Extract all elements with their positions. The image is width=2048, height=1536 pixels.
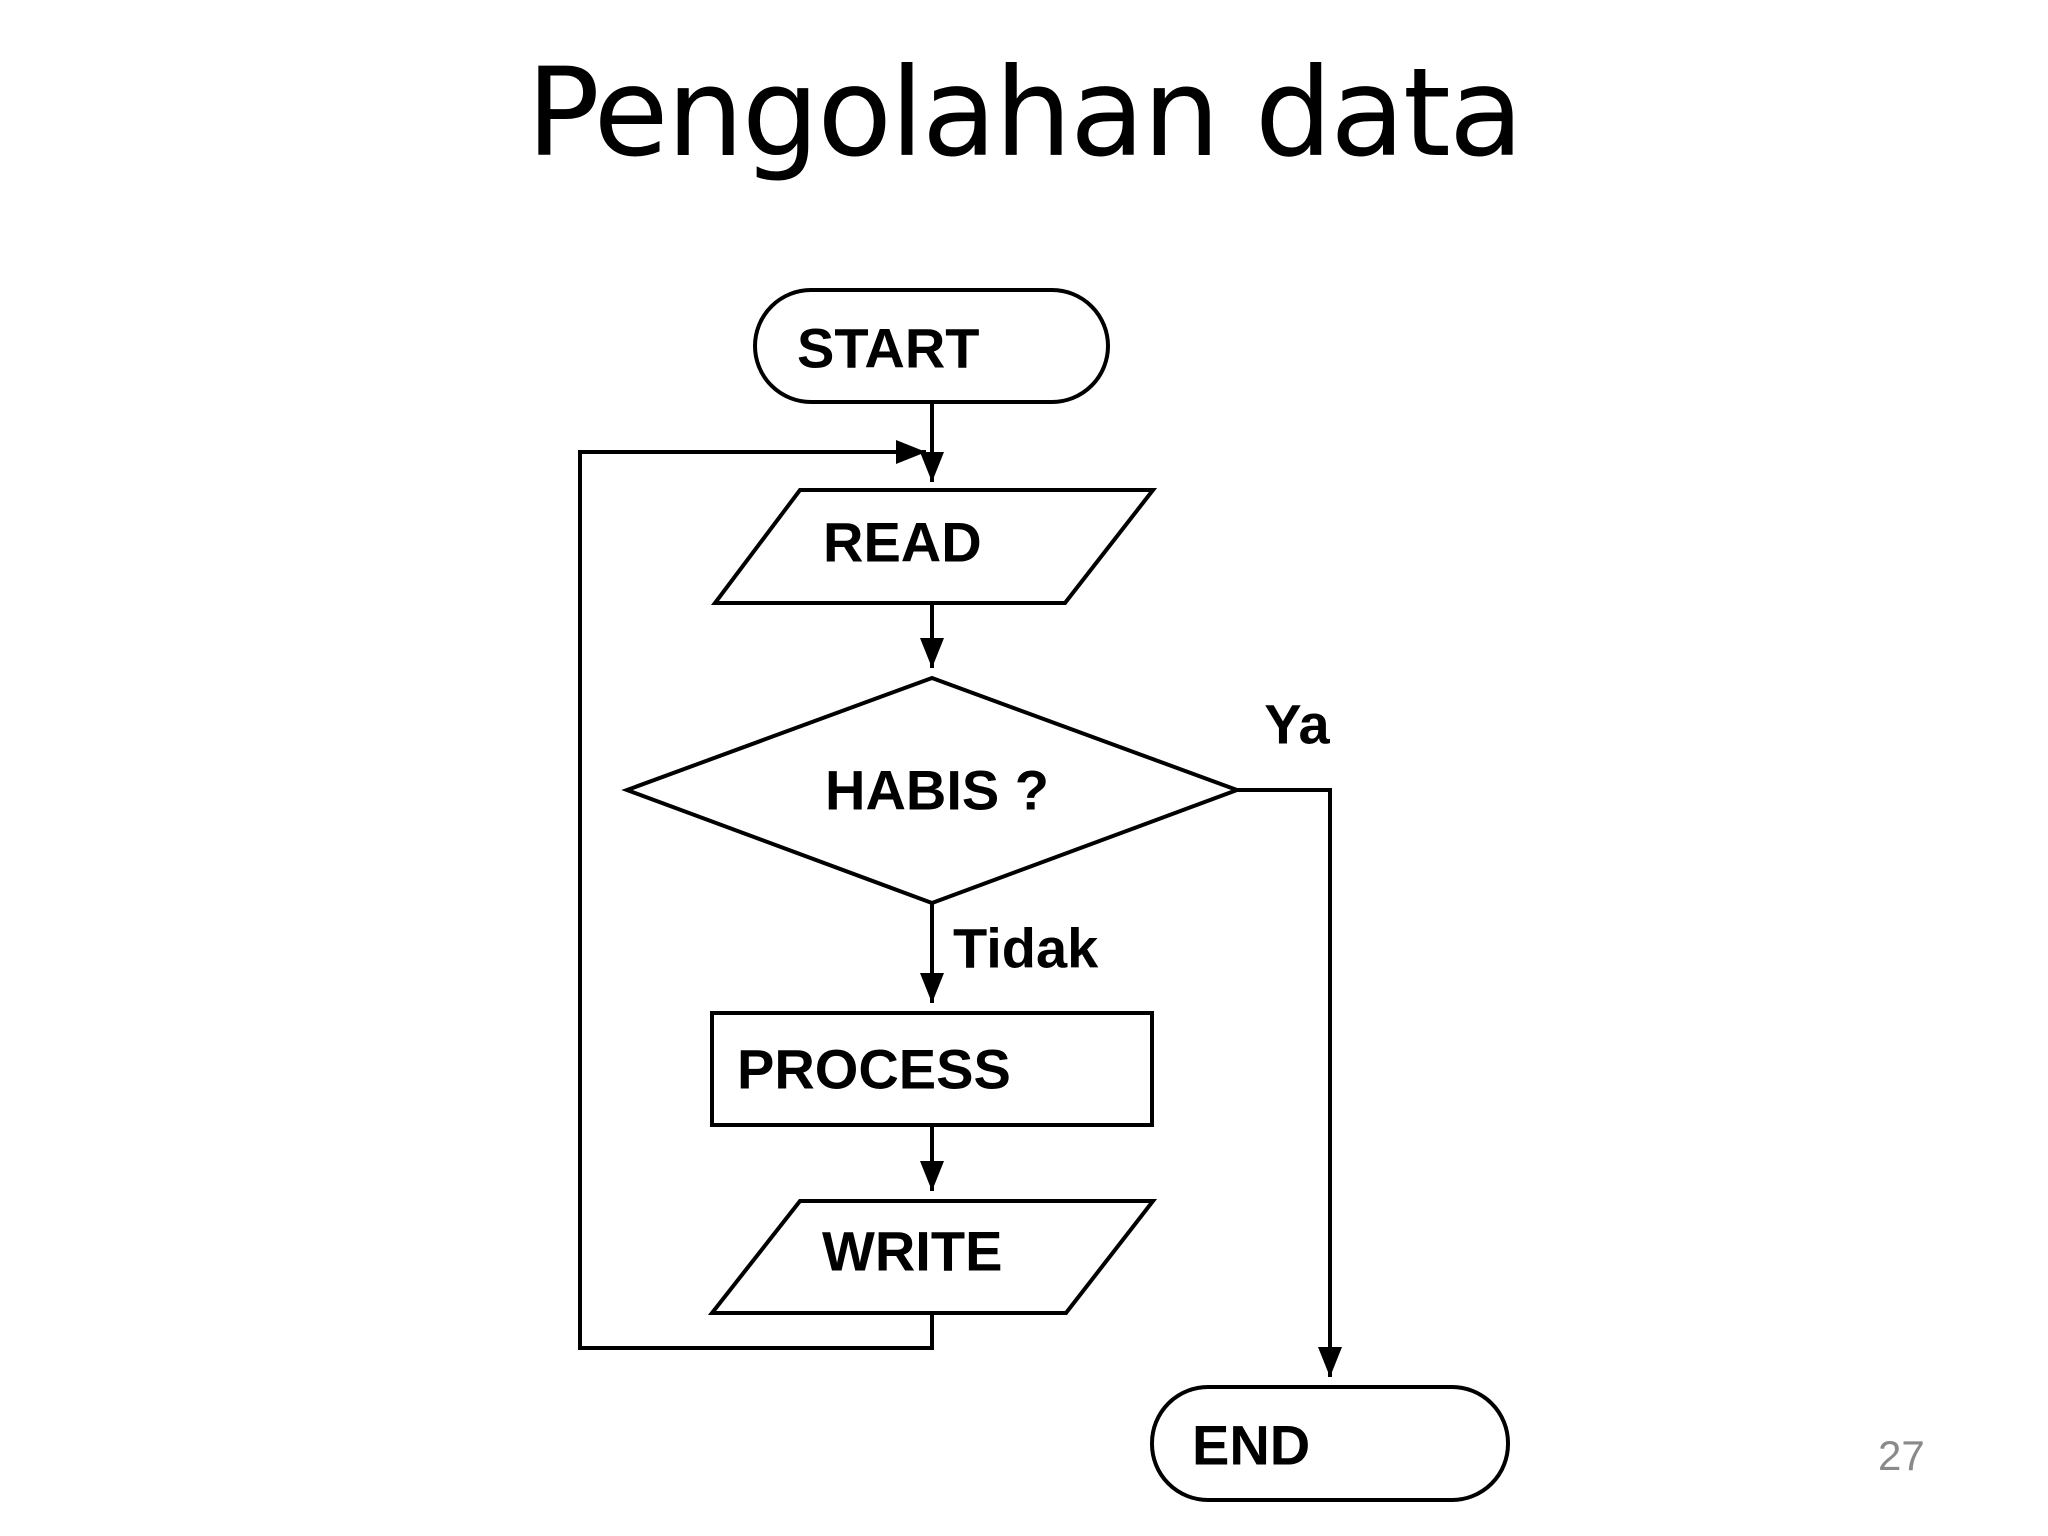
- start-node-label: START: [797, 317, 980, 380]
- decision-node: [621, 675, 1243, 906]
- edge-label-tidak: Tidak: [953, 917, 1099, 980]
- start-node: [753, 288, 1110, 404]
- end-node-label: END: [1192, 1414, 1310, 1477]
- process-node: [710, 1011, 1154, 1127]
- write-node: [707, 1199, 1158, 1315]
- edge-label-ya: Ya: [1264, 693, 1330, 756]
- slide-title: Pengolahan data: [526, 42, 1523, 184]
- write-node-label: WRITE: [822, 1220, 1002, 1283]
- edge-decision-to-end: [1237, 788, 1342, 1377]
- page-number: 27: [1878, 1432, 1925, 1479]
- read-node-label: READ: [823, 511, 982, 574]
- decision-node-label: HABIS ?: [825, 759, 1049, 822]
- read-node: [710, 488, 1158, 605]
- edge-write-loop-to-read: [578, 440, 934, 1350]
- end-node: [1150, 1385, 1510, 1502]
- process-node-label: PROCESS: [737, 1038, 1011, 1101]
